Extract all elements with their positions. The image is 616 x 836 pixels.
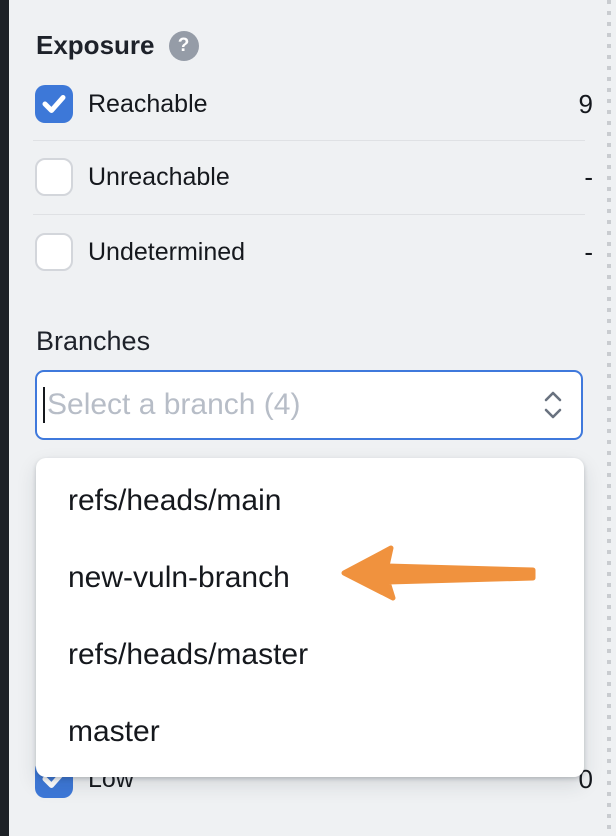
reachable-label: Reachable <box>88 89 208 118</box>
undetermined-label: Undetermined <box>88 237 246 266</box>
exposure-section-header: Exposure ? <box>36 30 199 61</box>
row-divider <box>33 214 585 215</box>
exposure-title: Exposure <box>36 30 155 60</box>
filter-row-reachable[interactable]: Reachable 9 <box>35 85 593 123</box>
unreachable-checkbox[interactable] <box>35 158 73 196</box>
filter-row-undetermined[interactable]: Undetermined - <box>35 233 593 271</box>
reachable-checkbox[interactable] <box>35 85 73 123</box>
branch-option-new-vuln-branch[interactable]: new-vuln-branch <box>68 560 290 594</box>
filter-row-unreachable[interactable]: Unreachable - <box>35 158 593 196</box>
undetermined-checkbox[interactable] <box>35 233 73 271</box>
undetermined-count: - <box>584 236 593 267</box>
dotted-panel-divider <box>607 0 611 836</box>
row-divider <box>33 140 585 141</box>
text-cursor <box>43 387 45 423</box>
branch-option-refs-heads-master[interactable]: refs/heads/master <box>68 637 309 671</box>
unreachable-count: - <box>584 161 593 192</box>
branch-option-refs-heads-main[interactable]: refs/heads/main <box>68 483 282 517</box>
branch-option-master[interactable]: master <box>68 714 160 748</box>
branch-select-placeholder: Select a branch (4) <box>47 388 301 421</box>
branches-title: Branches <box>36 326 151 356</box>
unreachable-label: Unreachable <box>88 162 230 191</box>
reachable-count: 9 <box>578 88 593 119</box>
branch-select-input[interactable]: Select a branch (4) <box>35 370 583 440</box>
question-mark-icon[interactable]: ? <box>168 30 199 61</box>
checkmark-icon <box>42 94 66 114</box>
branch-dropdown-list: refs/heads/main new-vuln-branch refs/hea… <box>36 458 584 777</box>
dark-side-rail <box>0 0 9 836</box>
chevron-up-down-icon <box>541 389 565 421</box>
